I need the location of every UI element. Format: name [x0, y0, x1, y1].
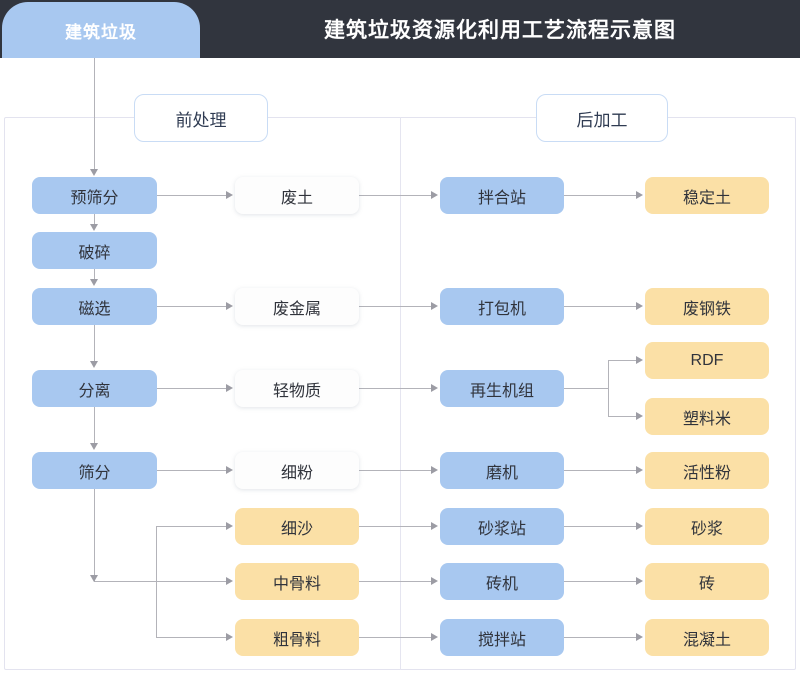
section-divider — [400, 117, 401, 670]
arrowhead-scrap-steel — [636, 302, 643, 310]
node-pre-screening[interactable]: 预筛分 — [32, 177, 157, 214]
arrowhead-intake — [90, 169, 98, 176]
arrowhead-mortar — [636, 522, 643, 530]
connector-mid-aggregate-to-brick-machine — [359, 581, 431, 582]
connector-prescreen-to-crush — [94, 214, 95, 225]
connector-mill-to-active-powder — [564, 470, 636, 471]
arrowhead-waste-metal — [226, 302, 233, 310]
connector-brick-machine-to-brick — [564, 581, 636, 582]
arrowhead-batching-plant — [431, 633, 438, 641]
arrowhead-plastic-pellets — [636, 412, 643, 420]
connector-light-matter-to-recycling-unit — [359, 388, 431, 389]
node-magnetic-sep[interactable]: 磁选 — [32, 288, 157, 325]
node-mid-aggregate[interactable]: 中骨料 — [235, 563, 359, 600]
node-plastic-pellets[interactable]: 塑料米 — [645, 398, 769, 435]
arrowhead-mill — [431, 466, 438, 474]
node-screening[interactable]: 筛分 — [32, 452, 157, 489]
node-coarse-aggregate[interactable]: 粗骨料 — [235, 619, 359, 656]
connector-batching-plant-to-concrete — [564, 637, 636, 638]
connector-fine-powder-to-mill — [359, 470, 431, 471]
node-scrap-steel[interactable]: 废钢铁 — [645, 288, 769, 325]
node-active-powder[interactable]: 活性粉 — [645, 452, 769, 489]
arrowhead-mid-aggregate — [226, 577, 233, 585]
node-mortar-station[interactable]: 砂浆站 — [440, 508, 564, 545]
node-waste-soil[interactable]: 废土 — [235, 177, 359, 214]
node-recycling-unit[interactable]: 再生机组 — [440, 370, 564, 407]
node-brick-machine[interactable]: 砖机 — [440, 563, 564, 600]
node-fine-sand[interactable]: 细沙 — [235, 508, 359, 545]
node-mortar[interactable]: 砂浆 — [645, 508, 769, 545]
connector-separation-to-screening — [94, 407, 95, 444]
connector-magnetic-to-waste-metal — [157, 306, 227, 307]
connector-to-rdf — [608, 360, 636, 361]
section-label-preprocessing: 前处理 — [134, 94, 268, 142]
arrowhead-mixing-station — [431, 191, 438, 199]
header-tab-input-material[interactable]: 建筑垃圾 — [2, 2, 200, 58]
connector-coarse-aggregate-to-batching-plant — [359, 637, 431, 638]
node-fine-powder[interactable]: 细粉 — [235, 452, 359, 489]
node-baler[interactable]: 打包机 — [440, 288, 564, 325]
node-separation[interactable]: 分离 — [32, 370, 157, 407]
arrowhead-recycling-unit — [431, 384, 438, 392]
arrowhead-baler — [431, 302, 438, 310]
connector-recycling-unit-riser — [608, 360, 609, 416]
arrowhead-active-powder — [636, 466, 643, 474]
connector-to-coarse-aggregate — [156, 637, 226, 638]
node-brick[interactable]: 砖 — [645, 563, 769, 600]
connector-prescreen-to-waste-soil — [157, 195, 227, 196]
node-mixing-station[interactable]: 拌合站 — [440, 177, 564, 214]
arrowhead-magnetic — [90, 279, 98, 286]
arrowhead-screening-down — [90, 575, 98, 582]
arrowhead-rdf — [636, 356, 643, 364]
connector-crush-to-magnetic — [94, 269, 95, 280]
page-title: 建筑垃圾资源化利用工艺流程示意图 — [324, 19, 676, 42]
node-crushing[interactable]: 破碎 — [32, 232, 157, 269]
section-label-postprocessing: 后加工 — [536, 94, 668, 142]
connector-mortar-station-to-mortar — [564, 526, 636, 527]
arrowhead-separation — [90, 361, 98, 368]
arrowhead-fine-sand — [226, 522, 233, 530]
arrowhead-light-matter — [226, 384, 233, 392]
connector-screening-down — [94, 489, 95, 582]
connector-waste-soil-to-mixing-station — [359, 195, 431, 196]
arrowhead-brick-machine — [431, 577, 438, 585]
connector-magnetic-to-separation — [94, 325, 95, 362]
connector-screening-to-fine-powder — [157, 470, 227, 471]
node-concrete[interactable]: 混凝土 — [645, 619, 769, 656]
arrowhead-brick — [636, 577, 643, 585]
connector-aggregate-riser — [156, 526, 157, 637]
node-rdf[interactable]: RDF — [645, 342, 769, 379]
arrowhead-fine-powder — [226, 466, 233, 474]
arrowhead-concrete — [636, 633, 643, 641]
connector-mixing-station-to-stabilized-soil — [564, 195, 636, 196]
arrowhead-crush — [90, 224, 98, 231]
node-stabilized-soil[interactable]: 稳定土 — [645, 177, 769, 214]
arrowhead-waste-soil — [226, 191, 233, 199]
node-mill[interactable]: 磨机 — [440, 452, 564, 489]
arrowhead-coarse-aggregate — [226, 633, 233, 641]
connector-baler-to-scrap-steel — [564, 306, 636, 307]
node-batching-plant[interactable]: 搅拌站 — [440, 619, 564, 656]
node-waste-metal[interactable]: 废金属 — [235, 288, 359, 325]
connector-separation-to-light-matter — [157, 388, 227, 389]
node-light-matter[interactable]: 轻物质 — [235, 370, 359, 407]
connector-aggregate-trunk — [94, 581, 226, 582]
connector-intake — [94, 58, 95, 170]
connector-to-fine-sand — [156, 526, 226, 527]
arrowhead-mortar-station — [431, 522, 438, 530]
arrowhead-stabilized-soil — [636, 191, 643, 199]
arrowhead-screening — [90, 443, 98, 450]
connector-fine-sand-to-mortar-station — [359, 526, 431, 527]
connector-to-plastic-pellets — [608, 416, 636, 417]
connector-waste-metal-to-baler — [359, 306, 431, 307]
connector-recycling-unit-trunk — [564, 388, 608, 389]
